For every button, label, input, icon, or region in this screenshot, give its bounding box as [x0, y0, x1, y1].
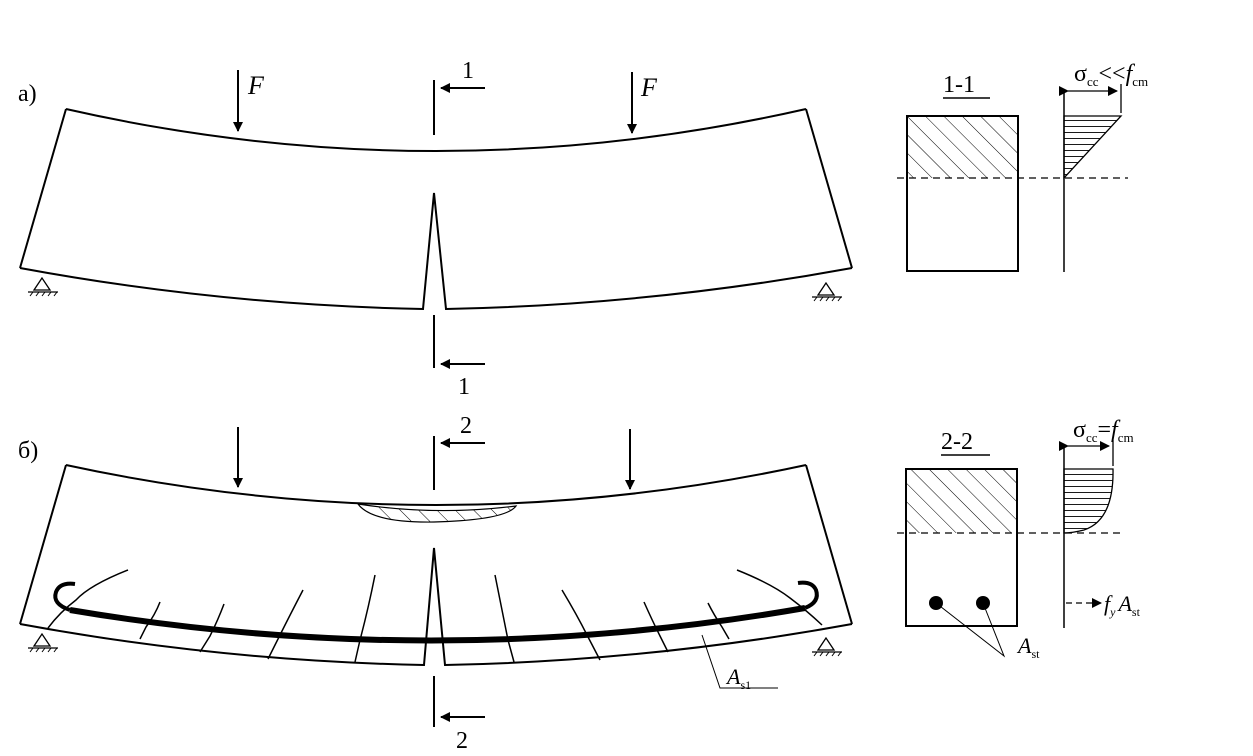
- support-right-a: [812, 281, 842, 302]
- section-title-1-1: 1-1: [943, 72, 975, 98]
- section-marker-1: 1 1: [433, 58, 485, 400]
- beam-b: [19, 464, 853, 667]
- cross-section-2-2: 2-2 Ast: [897, 429, 1120, 661]
- support-left-a: [28, 276, 58, 297]
- section-label-top-1: 1: [462, 58, 474, 84]
- load-arrow-left-a: F: [233, 70, 265, 132]
- svg-text:σcc=fcm: σcc=fcm: [1073, 417, 1134, 445]
- compression-zone: [356, 503, 518, 523]
- section-label-top-2: 2: [460, 413, 472, 439]
- stress-label-b: σcc=fcm: [1073, 417, 1134, 445]
- svg-text:As1: As1: [725, 664, 751, 692]
- cracks: [47, 569, 823, 663]
- section-label-bottom-2: 2: [456, 728, 468, 754]
- section-marker-2: 2 2: [433, 413, 485, 754]
- load-arrow-right-a: F: [627, 72, 658, 134]
- beam-a: [19, 108, 853, 311]
- load-label-right: F: [640, 73, 658, 102]
- stress-label-a: σcc<<fcm: [1074, 61, 1148, 89]
- bar-label-beam: As1: [701, 634, 778, 692]
- reinforcement-bar: [53, 580, 819, 644]
- svg-text:σcc<<fcm: σcc<<fcm: [1074, 61, 1148, 89]
- panel-b-label: б): [18, 438, 38, 464]
- section-title-2-2: 2-2: [941, 429, 973, 455]
- load-label-left: F: [247, 71, 265, 100]
- bar-label-section: Ast: [1016, 633, 1040, 661]
- cross-section-1-1: 1-1: [897, 72, 1128, 272]
- support-right-b: [812, 636, 842, 657]
- section-label-bottom-1: 1: [458, 374, 470, 400]
- panel-b: б): [18, 413, 1141, 754]
- panel-a: а) F F: [18, 58, 1148, 400]
- support-left-b: [28, 632, 58, 653]
- stress-diagram-a: σcc<<fcm: [1059, 61, 1148, 272]
- panel-a-label: а): [18, 81, 37, 107]
